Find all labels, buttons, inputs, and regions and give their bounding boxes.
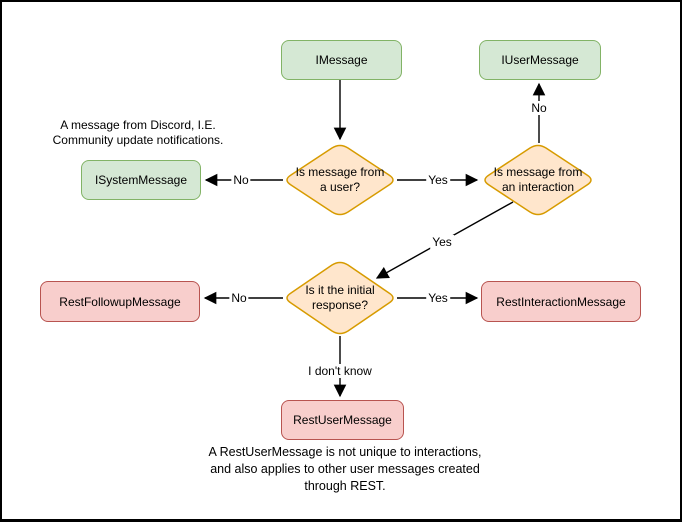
edge-label-no-systemmessage: No <box>231 173 251 187</box>
edge-label-yes-initial-response: Yes <box>430 235 454 249</box>
annotation-systemmessage-note: A message from Discord, I.E. Community u… <box>52 118 224 147</box>
edge-label-no-usermessage: No <box>529 101 549 115</box>
edge-label-yes-interactionmessage: Yes <box>426 291 450 305</box>
decision-is-from-interaction <box>484 144 592 216</box>
annotation-restusermessage-note: A RestUserMessage is not unique to inter… <box>208 445 482 493</box>
node-imessage: IMessage <box>281 40 402 80</box>
edge-label-yes-interaction: Yes <box>426 173 450 187</box>
node-iusermessage: IUserMessage <box>479 40 601 80</box>
node-restusermessage: RestUserMessage <box>281 400 404 440</box>
decision-is-initial-response <box>286 261 394 335</box>
decision-is-from-user <box>286 144 394 216</box>
edge-label-idk-restusermessage: I don't know <box>306 364 374 378</box>
edge-label-no-followup: No <box>229 291 249 305</box>
node-restinteractionmessage: RestInteractionMessage <box>481 281 641 322</box>
node-isystemmessage: ISystemMessage <box>81 160 201 200</box>
node-restfollowupmessage: RestFollowupMessage <box>40 281 200 322</box>
